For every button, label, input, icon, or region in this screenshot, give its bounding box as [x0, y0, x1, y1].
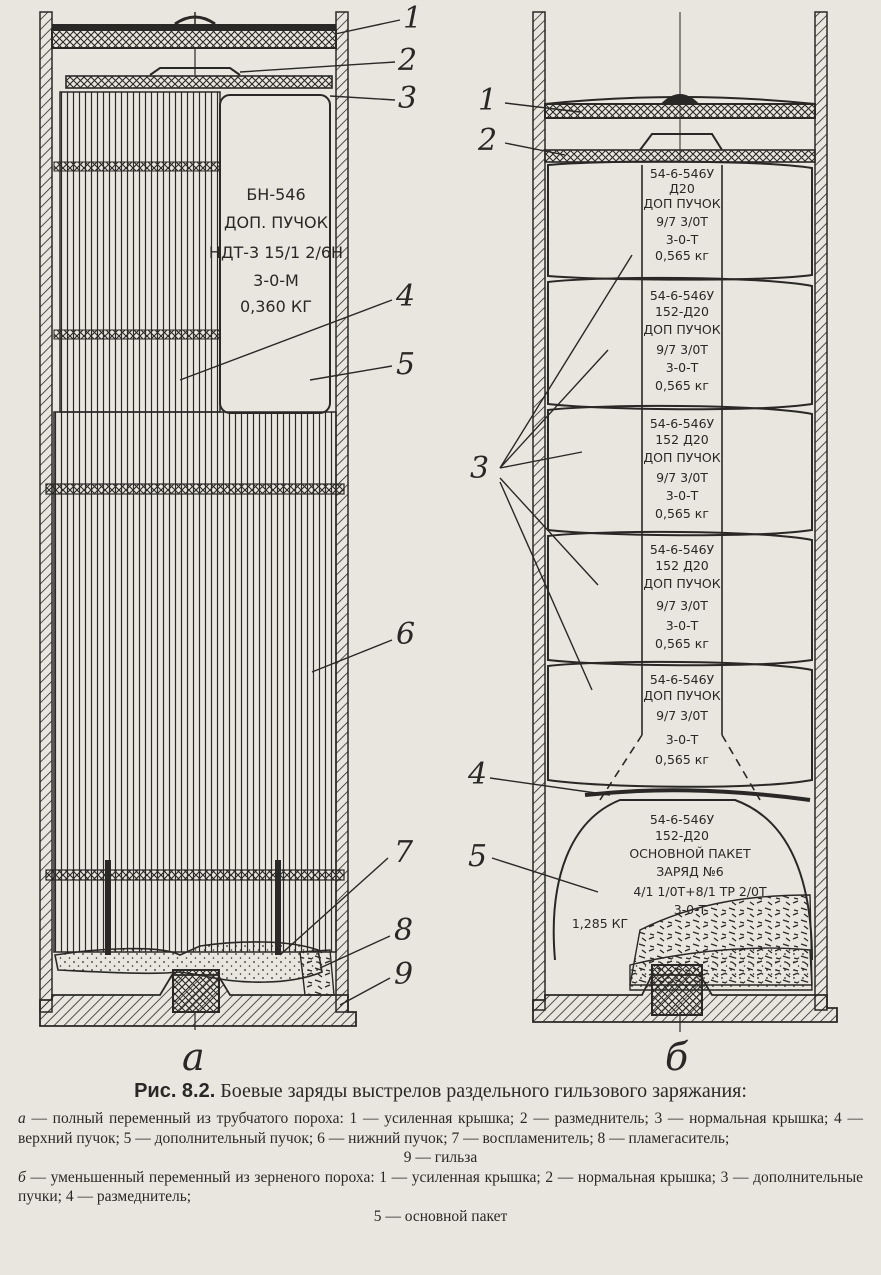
main-packet [552, 799, 813, 961]
p4-line-6: 0,565 кг [655, 636, 709, 651]
case-wall-right-b [814, 11, 828, 1011]
upper-bundle [59, 91, 221, 413]
lower-bundle [53, 411, 337, 953]
marking-line-5: 0,360 КГ [240, 297, 312, 316]
flame-suppressor [299, 949, 335, 996]
caption-title: Боевые заряды выстрелов раздельного гиль… [220, 1080, 747, 1102]
callout-a-8: 8 [394, 913, 413, 948]
caption-b-letter: б [18, 1168, 26, 1186]
p5-line-5: 0,565 кг [655, 752, 709, 767]
main-line-2: 152-Д20 [655, 828, 709, 843]
marking-line-4: 3-0-М [253, 271, 299, 290]
p3-line-4: 9/7 3/0Т [656, 470, 708, 485]
p4-line-3: ДОП ПУЧОК [643, 576, 720, 591]
p5-line-3: 9/7 3/0Т [656, 708, 708, 723]
p2-line-1: 54-6-546У [650, 288, 715, 303]
callout-b-5: 5 [468, 839, 487, 874]
normal-cover-b [544, 149, 816, 163]
marking-line-1: БН-546 [246, 185, 305, 204]
caption-b-text: — уменьшенный переменный из зерненого по… [18, 1168, 863, 1206]
caption-a: а — полный переменный из трубчатого поро… [18, 1109, 863, 1148]
p5-line-4: 3-0-Т [666, 732, 699, 747]
p3-line-6: 0,565 кг [655, 506, 709, 521]
packet-2 [547, 276, 813, 411]
callout-a-5: 5 [396, 347, 415, 382]
diagram-b: 54-6-546У Д20 ДОП ПУЧОК 9/7 3/0Т 3-0-Т 0… [467, 11, 838, 1079]
callout-a-4: 4 [395, 279, 415, 314]
p4-line-5: 3-0-Т [666, 618, 699, 633]
panel-label-a: а [182, 1035, 205, 1079]
callout-b-1: 1 [478, 83, 497, 118]
main-line-7: 1,285 КГ [572, 916, 628, 931]
case-wall-left-b [532, 11, 546, 1011]
p3-line-1: 54-6-546У [650, 416, 715, 431]
p2-line-3: ДОП ПУЧОК [643, 322, 720, 337]
callout-a-2: 2 [397, 43, 417, 78]
caption-fig-number: Рис. 8.2. [134, 1080, 216, 1102]
figure-caption: Рис. 8.2. Боевые заряды выстрелов раздел… [18, 1080, 863, 1226]
main-line-5: 4/1 1/0Т+8/1 ТР 2/0Т [633, 884, 767, 899]
callout-a-9: 9 [394, 957, 413, 992]
p2-line-6: 0,565 кг [655, 378, 709, 393]
packet-4 [547, 530, 813, 667]
p4-line-4: 9/7 3/0Т [656, 598, 708, 613]
callout-b-2: 2 [477, 123, 497, 158]
p1-line-5: 3-0-Т [666, 232, 699, 247]
p3-line-2: 152 Д20 [655, 432, 709, 447]
p2-line-5: 3-0-Т [666, 360, 699, 375]
caption-b-last: 5 — основной пакет [373, 1207, 508, 1225]
case-wall-right-a [335, 11, 349, 1013]
main-line-4: ЗАРЯД №6 [656, 864, 724, 879]
caption-a-letter: а [18, 1110, 26, 1127]
callout-a-3: 3 [398, 81, 417, 116]
reinforced-cover-a [51, 29, 337, 49]
main-line-1: 54-6-546У [650, 812, 715, 827]
p5-line-2: ДОП ПУЧОК [643, 688, 720, 703]
caption-b: б — уменьшенный переменный из зерненого … [18, 1168, 863, 1207]
callout-b-4: 4 [467, 757, 487, 792]
reinforced-cover-b [544, 103, 816, 119]
packet-5 [547, 660, 813, 788]
p2-line-2: 152-Д20 [655, 304, 709, 319]
p3-line-5: 3-0-Т [666, 488, 699, 503]
p5-line-1: 54-6-546У [650, 672, 715, 687]
p3-line-3: ДОП ПУЧОК [643, 450, 720, 465]
caption-a-last: 9 — гильза [403, 1149, 478, 1166]
diagram-a: БН-546 ДОП. ПУЧОК НДТ-3 15/1 2/6Н 3-0-М … [39, 1, 422, 1079]
p1-line-3: ДОП ПУЧОК [643, 196, 720, 211]
caption-a-text: — полный переменный из трубчатого пороха… [18, 1110, 864, 1147]
p1-line-1: 54-6-546У [650, 166, 715, 181]
marking-line-3: НДТ-3 15/1 2/6Н [209, 243, 343, 262]
main-line-3: ОСНОВНОЙ ПАКЕТ [629, 846, 751, 861]
panel-label-b: б [665, 1035, 689, 1079]
case-base-a [39, 974, 357, 1027]
callout-a-1: 1 [403, 1, 422, 36]
p2-line-4: 9/7 3/0Т [656, 342, 708, 357]
p4-line-2: 152 Д20 [655, 558, 709, 573]
main-line-6: 3-0-Т [674, 902, 707, 917]
figure-drawing: БН-546 ДОП. ПУЧОК НДТ-3 15/1 2/6Н 3-0-М … [39, 1, 838, 1079]
marking-line-2: ДОП. ПУЧОК [224, 213, 329, 232]
caption-title-block: Рис. 8.2. Боевые заряды выстрелов раздел… [18, 1080, 863, 1103]
p1-line-6: 0,565 кг [655, 248, 709, 263]
p4-line-1: 54-6-546У [650, 542, 715, 557]
callout-b-3: 3 [470, 451, 489, 486]
p1-line-2: Д20 [669, 181, 695, 196]
callout-a-7: 7 [394, 835, 414, 870]
packet-3 [547, 404, 813, 537]
case-wall-left-a [39, 11, 53, 1013]
p1-line-4: 9/7 3/0Т [656, 214, 708, 229]
case-base-b [532, 974, 838, 1023]
normal-cover-a [65, 75, 333, 89]
callout-a-6: 6 [396, 617, 415, 652]
